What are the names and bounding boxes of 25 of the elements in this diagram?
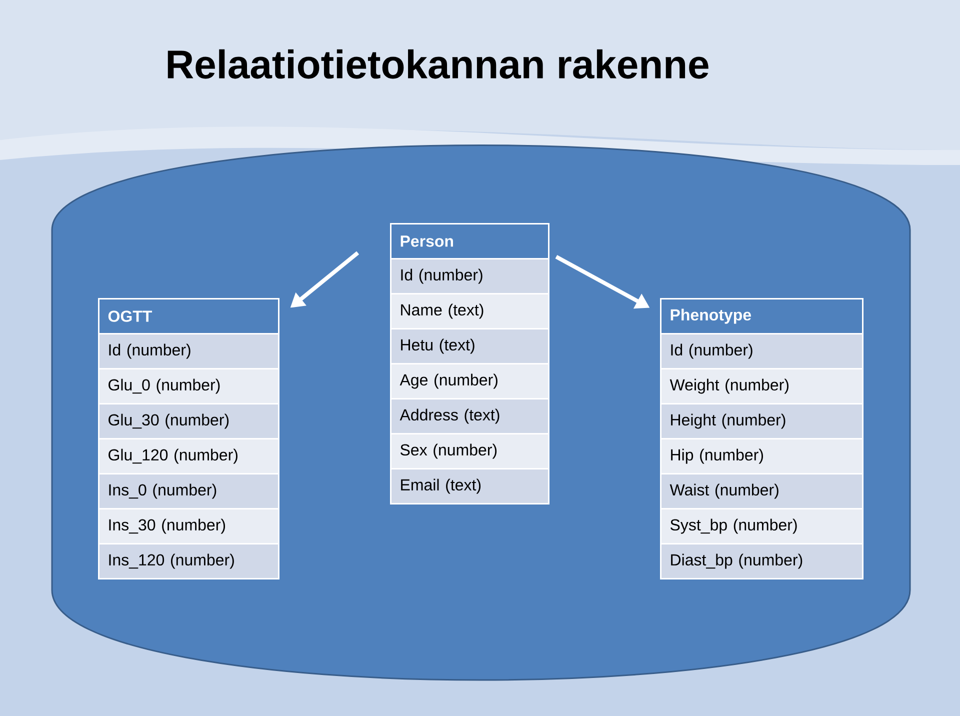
table-cell: Email (text) <box>390 468 550 504</box>
table-cell: Id (number) <box>390 258 550 294</box>
table-cell: Glu_120 (number) <box>98 438 280 474</box>
table-cell: Id (number) <box>98 333 280 370</box>
table-header: Phenotype <box>660 298 864 334</box>
table-cell: Height (number) <box>660 403 864 440</box>
table-header: OGTT <box>98 298 280 334</box>
table-cell: Ins_0 (number) <box>98 473 280 510</box>
table-cell: Glu_30 (number) <box>98 403 280 440</box>
table-header: Person <box>390 223 550 260</box>
table-cell: Name (text) <box>390 293 550 330</box>
table-cell: Waist (number) <box>660 473 864 510</box>
table-cell: Hip (number) <box>660 438 864 474</box>
table-cell: Hetu (text) <box>390 328 550 364</box>
table-cell: Id (number) <box>660 333 864 370</box>
table-cell: Syst_bp (number) <box>660 508 864 544</box>
table-cell: Age (number) <box>390 363 550 400</box>
table-cell: Weight (number) <box>660 368 864 404</box>
table-cell: Address (text) <box>390 398 550 434</box>
table-cell: Glu_0 (number) <box>98 368 280 404</box>
title: Relaatiotietokannan rakenne <box>168 49 708 79</box>
table-cell: Ins_30 (number) <box>98 508 280 544</box>
table-cell: Ins_120 (number) <box>98 543 280 580</box>
table-cell: Diast_bp (number) <box>660 543 864 580</box>
table-cell: Sex (number) <box>390 433 550 470</box>
